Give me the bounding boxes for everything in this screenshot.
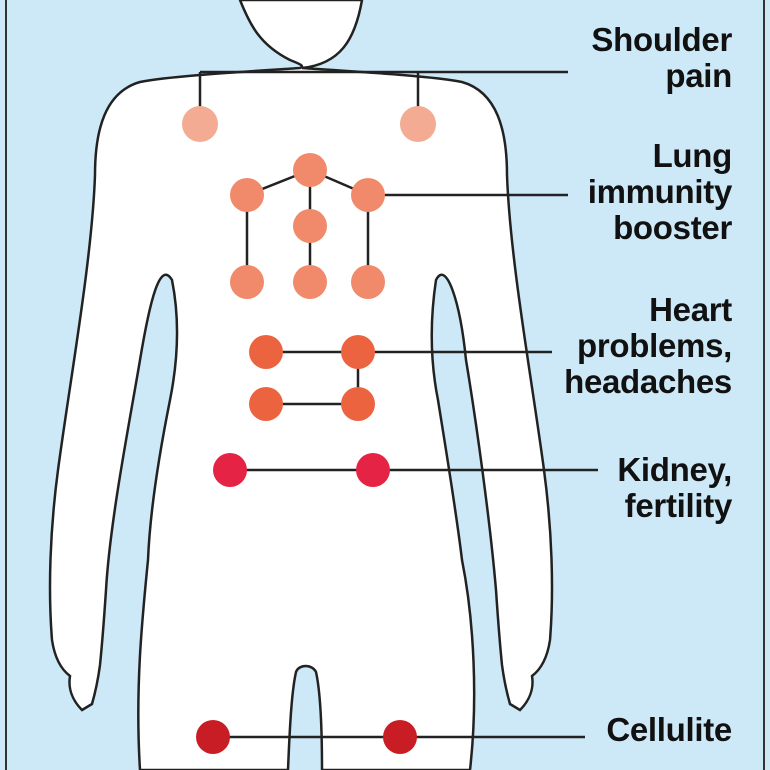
point-cellulite-left [196,720,230,754]
point-lung-lower-center [293,265,327,299]
point-lung-center [293,209,327,243]
point-lung-lower-right [351,265,385,299]
label-heart-line-2: problems, [576,327,732,364]
point-shoulder-left [182,106,218,142]
point-heart-lower-left [249,387,283,421]
point-lung-lower-left [230,265,264,299]
body-silhouette [48,0,554,770]
label-lung-line-2: immunity [587,173,733,210]
label-lung-line-3: booster [613,209,732,246]
point-lung-upper-left [230,178,264,212]
label-lung-line-1: Lung [652,137,733,174]
point-lung-upper-right [351,178,385,212]
label-shoulder-line-2: pain [665,57,732,94]
point-heart-upper-right [341,335,375,369]
label-shoulder-line-1: Shoulder [591,21,732,58]
point-heart-upper-left [249,335,283,369]
point-shoulder-right [400,106,436,142]
label-kidney-line-1: Kidney, [617,451,732,488]
label-lung-immunity-booster: Lung immunity booster [587,137,733,246]
label-heart-line-1: Heart [649,291,732,328]
label-shoulder-pain: Shoulder pain [591,22,732,94]
point-heart-lower-right [341,387,375,421]
point-lung-top [293,153,327,187]
label-heart-problems-headaches: Heart problems, headaches [564,292,732,400]
label-heart-line-3: headaches [564,363,732,400]
point-kidney-right [356,453,390,487]
label-cellulite: Cellulite [606,712,732,748]
label-kidney-line-2: fertility [624,487,733,524]
label-cellulite-line-1: Cellulite [606,711,732,748]
point-kidney-left [213,453,247,487]
label-kidney-fertility: Kidney, fertility [617,452,732,524]
acupressure-points [182,106,436,754]
point-cellulite-right [383,720,417,754]
